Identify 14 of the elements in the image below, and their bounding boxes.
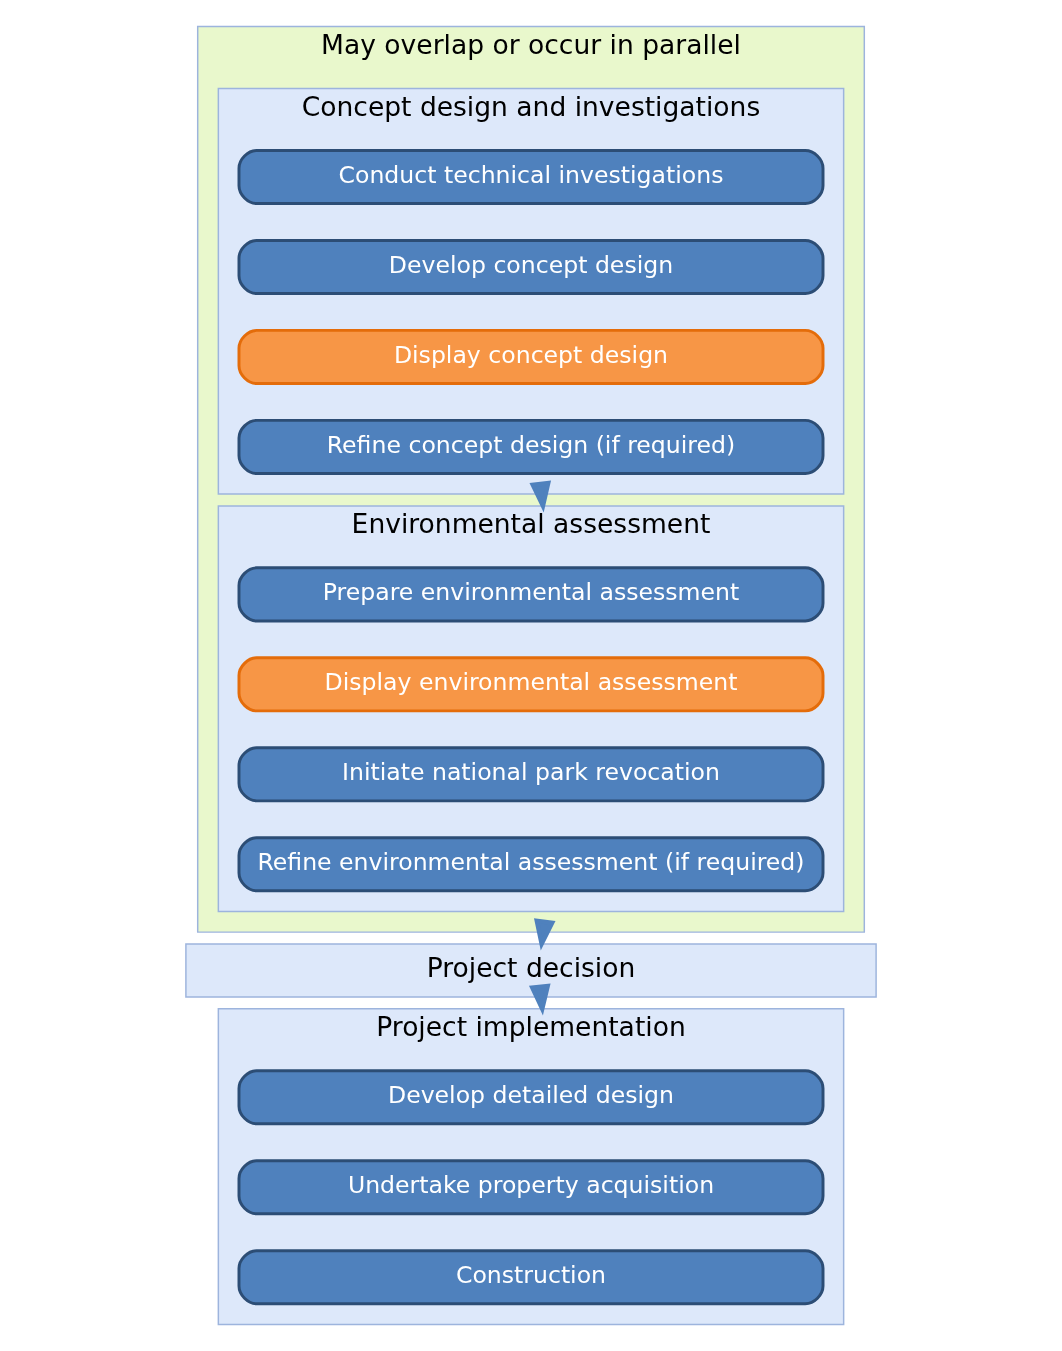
node-box: Display concept design bbox=[237, 328, 825, 385]
node-box: Construction bbox=[237, 1249, 825, 1306]
node-box: Conduct technical investigations bbox=[237, 149, 825, 206]
arrow bbox=[534, 918, 556, 951]
arrow bbox=[528, 983, 551, 1016]
node-box: Display environmental assessment bbox=[237, 656, 825, 713]
node-box: Develop concept design bbox=[237, 238, 825, 295]
node-box: Initiate national park revocation bbox=[237, 746, 825, 803]
node-box: Refine concept design (if required) bbox=[237, 418, 825, 475]
node-box: Refine environmental assessment (if required) bbox=[237, 836, 825, 893]
arrow bbox=[529, 480, 552, 513]
node-box: Develop detailed design bbox=[237, 1069, 825, 1126]
node-box: Prepare environmental assessment bbox=[237, 566, 825, 623]
node-box: Undertake property acquisition bbox=[237, 1159, 825, 1216]
